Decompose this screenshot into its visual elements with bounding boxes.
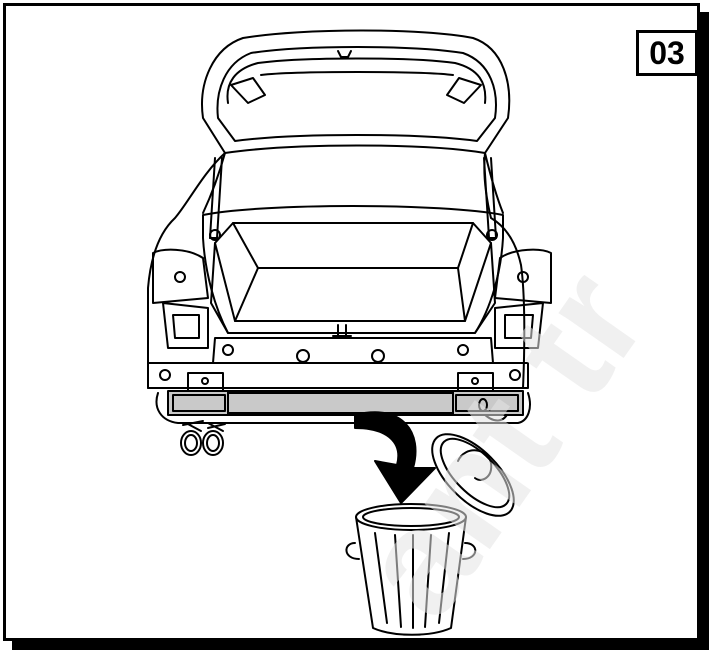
trunk-lid (201, 29, 511, 154)
car-body (147, 152, 552, 424)
illustration-frame: ant tr 03 (3, 3, 700, 641)
step-number-badge: 03 (636, 30, 697, 76)
discard-arrow (354, 411, 436, 504)
step-number: 03 (649, 34, 685, 71)
gas-struts (209, 157, 498, 241)
illustration-scene (147, 29, 552, 636)
trash-can-lid (431, 433, 515, 517)
exhaust-tips (180, 420, 226, 456)
trash-can (345, 503, 477, 636)
bumper-beam (167, 390, 524, 416)
